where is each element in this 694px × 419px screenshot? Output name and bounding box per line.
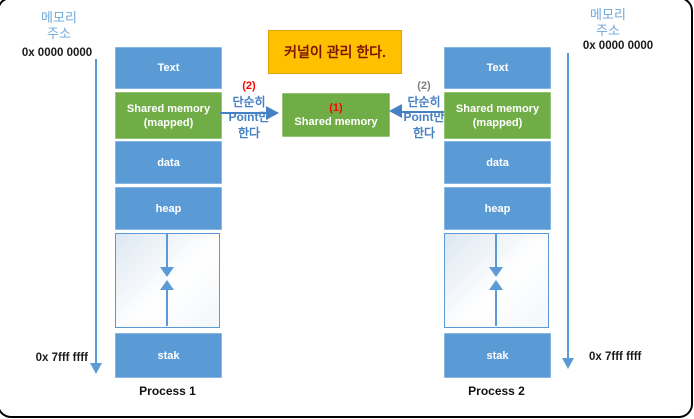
memory-axis-arrowhead-right [562, 358, 574, 369]
pointer-note-left-line3: 한다 [237, 125, 261, 140]
segment-stack-p2: stak [444, 333, 551, 378]
segment-data-p1: data [115, 141, 222, 184]
shared-label-line2-p2: (mapped) [472, 116, 523, 129]
memory-address-title-left: 메모리 주소 [28, 10, 90, 42]
pointer-note-right-line3: 한다 [412, 125, 436, 140]
shared-label-line2-p1: (mapped) [143, 116, 194, 129]
pointer-note-left-line2: Point만 [228, 110, 270, 124]
pointer-arrowhead-left [266, 106, 279, 120]
segment-text-p2: Text [444, 47, 551, 89]
memory-axis-line-right [567, 53, 569, 359]
pointer-note-right-line1: 단순히 [407, 94, 441, 109]
heap-growth-arrowhead-p1 [160, 267, 174, 277]
stack-growth-arrowhead-p2 [489, 280, 503, 290]
segment-heap-p2: heap [444, 187, 551, 230]
process-1-label: Process 1 [139, 384, 196, 398]
memory-axis-line-left [95, 59, 97, 364]
segment-text-p1: Text [115, 47, 222, 89]
start-address-right: 0x 0000 0000 [582, 40, 654, 52]
memory-title-line2: 주소 [47, 26, 71, 41]
memory-title-line1-right: 메모리 [590, 7, 626, 22]
pointer-line-left [220, 112, 268, 114]
heap-growth-arrowhead-p2 [489, 267, 503, 277]
pointer-line-right [400, 111, 444, 113]
kernel-note: 커널이 관리 한다. [268, 30, 402, 74]
segment-shared-memory-p1: Shared memory (mapped) [115, 92, 222, 139]
growth-line-top-p1 [166, 234, 168, 268]
process-2-label: Process 2 [468, 384, 525, 398]
segment-heap-p1: heap [115, 187, 222, 230]
pointer-note-left-line1: 단순히 [232, 94, 266, 109]
step-2-label-left: (2) [242, 80, 256, 92]
end-address-left: 0x 7fff ffff [35, 352, 88, 364]
step-1-label: (1) [329, 102, 343, 114]
memory-title-line2-right: 주소 [596, 23, 620, 38]
shared-memory-center-box: (1) Shared memory [282, 93, 390, 137]
shared-memory-center-label: Shared memory [294, 116, 378, 128]
end-address-right: 0x 7fff ffff [589, 351, 642, 363]
growth-line-top-p2 [495, 234, 497, 268]
segment-stack-p1: stak [115, 333, 222, 378]
step-2-label-right: (2) [417, 80, 431, 92]
segment-data-p2: data [444, 141, 551, 184]
memory-title-line1: 메모리 [41, 10, 77, 25]
memory-axis-arrowhead-left [90, 363, 102, 374]
pointer-note-right: (2) 단순히 Point만 한다 [398, 79, 450, 141]
growth-line-bottom-p2 [495, 290, 497, 326]
start-address-left: 0x 0000 0000 [21, 47, 93, 59]
pointer-note-left: (2) 단순히 Point만 한다 [223, 79, 275, 141]
shared-label-line1-p1: Shared memory [126, 102, 211, 115]
segment-shared-memory-p2: Shared memory (mapped) [444, 92, 551, 139]
growth-line-bottom-p1 [166, 290, 168, 326]
shared-label-line1-p2: Shared memory [455, 102, 540, 115]
pointer-note-right-line2: Point만 [403, 110, 445, 124]
stack-growth-arrowhead-p1 [160, 280, 174, 290]
pointer-arrowhead-right [389, 104, 402, 118]
memory-address-title-right: 메모리 주소 [577, 7, 639, 39]
